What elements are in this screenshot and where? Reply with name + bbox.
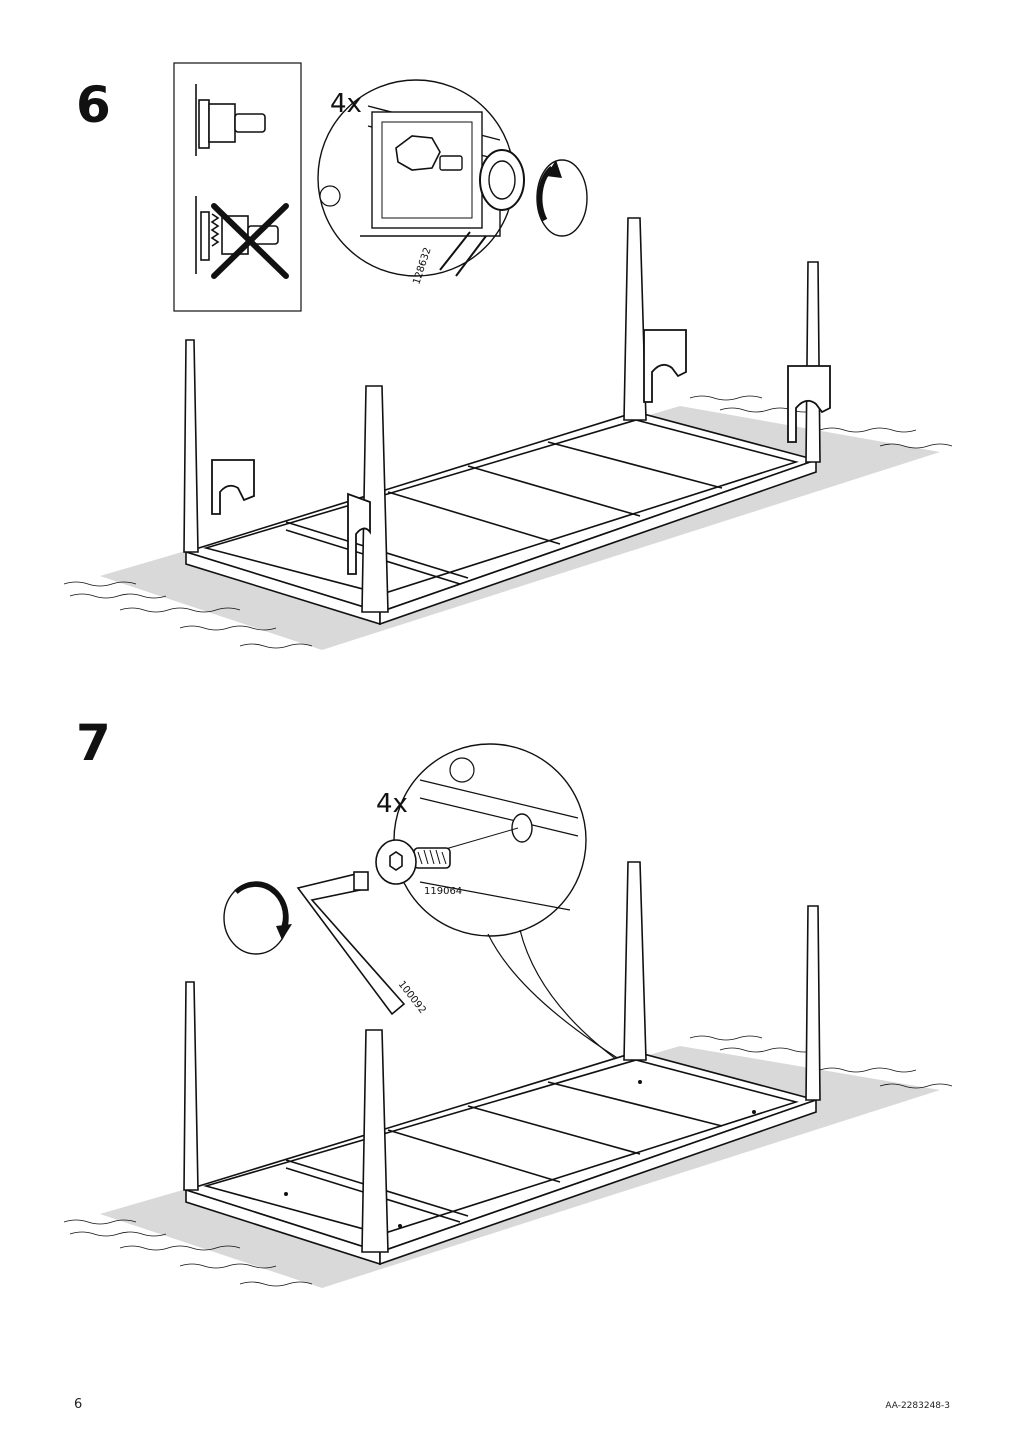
table-legs — [183, 217, 821, 613]
step-7-screw-code: 119064 — [424, 886, 462, 897]
step-7-illustration: 4x 119064 100092 — [63, 743, 953, 1288]
step-7-key-code: 100092 — [396, 979, 428, 1016]
document-code: AA-2283248-3 — [885, 1401, 950, 1411]
nut-tightening-detail: 4x 128632 — [317, 79, 525, 286]
page-number: 6 — [74, 1397, 83, 1412]
rotate-clockwise-icon — [536, 159, 588, 237]
hand-hold-icon — [211, 329, 831, 575]
bolt-with-washer-correct-icon — [195, 84, 266, 156]
table-legs — [183, 861, 821, 1253]
wrench-icon — [439, 149, 525, 277]
screw-detail: 4x 119064 — [375, 743, 641, 1077]
rotate-clockwise-icon — [223, 881, 292, 955]
cross-icon — [211, 203, 289, 279]
step-6-quantity: 4x — [330, 89, 362, 119]
step-6-illustration: 4x 128632 — [63, 62, 953, 650]
washer-comparison-box — [173, 62, 302, 312]
step-7-quantity: 4x — [376, 789, 408, 819]
step-6-number: 6 — [76, 76, 111, 134]
step-7-number: 7 — [76, 714, 111, 772]
allen-key-icon: 100092 — [296, 871, 428, 1016]
table-frame — [183, 1051, 819, 1266]
screw-holes — [284, 1080, 756, 1228]
allen-screw-icon — [375, 839, 451, 885]
